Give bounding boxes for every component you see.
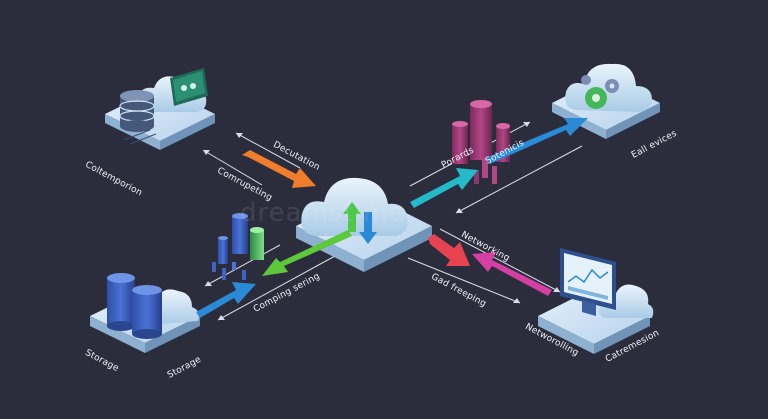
red-arrow xyxy=(428,234,470,266)
database-icon xyxy=(119,90,155,132)
gear-icon xyxy=(581,75,619,109)
blue-bottom-arrow xyxy=(196,282,256,318)
orange-arrow xyxy=(242,150,316,188)
magenta-arrow xyxy=(472,252,552,296)
platform-top-right xyxy=(552,63,660,139)
platform-bottom-right xyxy=(538,248,654,354)
platform-top-left xyxy=(105,68,215,150)
teal-arrow xyxy=(410,168,478,208)
blue-top-arrow xyxy=(486,118,588,164)
sync-arrows-icon xyxy=(343,202,377,244)
storage-cylinder-icon xyxy=(107,273,162,339)
connector-arrowheads xyxy=(203,122,560,320)
blue-data-cluster xyxy=(212,213,264,280)
watermark: dreamstime xyxy=(240,198,407,228)
platform-bottom-left xyxy=(90,273,200,353)
green-arrow xyxy=(262,230,352,276)
analytics-monitor-icon xyxy=(560,248,616,316)
monitor-icon xyxy=(170,68,208,106)
